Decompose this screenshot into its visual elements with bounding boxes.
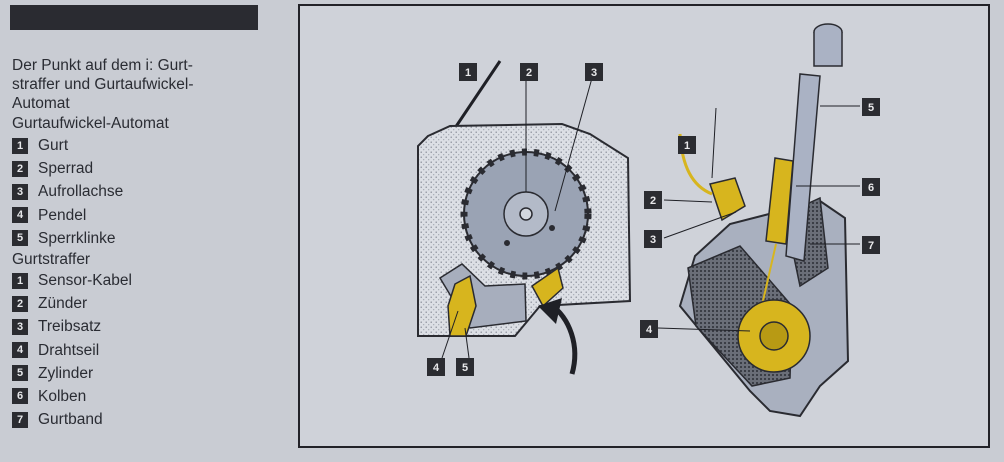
legend-number: 2 (12, 160, 28, 177)
legend-item: 3 Treibsatz (12, 315, 262, 338)
legend-number: 1 (12, 137, 28, 154)
legend-item: 7 Gurtband (12, 408, 262, 431)
svg-text:1: 1 (684, 140, 690, 152)
axle-center (519, 207, 533, 221)
legend-item: 3 Aufrollachse (12, 180, 262, 203)
legend-label: Gurt (38, 137, 69, 155)
callout-2: 2 (520, 63, 538, 81)
callouts-left: 1 2 3 4 5 (427, 63, 603, 376)
callout-7: 7 (862, 236, 880, 254)
legend-label: Kolben (38, 387, 87, 405)
figure-caption: Der Punkt auf dem i: Gurt- straffer und … (12, 57, 194, 112)
section-title-pretensioner: Gurtstraffer (12, 250, 91, 268)
legend-number: 4 (12, 207, 28, 224)
legend-label: Zylinder (38, 364, 94, 382)
legend-item: 2 Sperrad (12, 157, 262, 180)
legend-number: 3 (12, 183, 28, 200)
piston (765, 157, 794, 245)
legend-label: Sperrad (38, 160, 94, 178)
legend-item: 2 Zünder (12, 292, 262, 315)
legend-label: Treibsatz (38, 318, 102, 336)
legend-item: 1 Gurt (12, 134, 262, 157)
callout-6: 6 (862, 178, 880, 196)
callout-2: 2 (644, 191, 662, 209)
legend-label: Pendel (38, 206, 87, 224)
svg-text:1: 1 (465, 67, 471, 79)
locking-pawl (531, 266, 564, 308)
legend-label: Aufrollachse (38, 183, 124, 201)
leader-line (711, 107, 717, 179)
legend-label: Zünder (38, 295, 88, 313)
svg-text:4: 4 (433, 362, 440, 374)
legend-item: 4 Pendel (12, 204, 262, 227)
cylinder-top (813, 32, 843, 67)
legend-label: Sensor-Kabel (38, 272, 132, 290)
legend-number: 5 (12, 365, 28, 382)
leader-line (441, 310, 459, 359)
figure-frame: 1 2 3 4 5 1 2 3 4 5 6 7 (298, 4, 990, 448)
callout-5: 5 (862, 98, 880, 116)
legend-item: 5 Sperrklinke (12, 227, 262, 250)
svg-text:4: 4 (646, 324, 653, 336)
igniter (709, 177, 746, 222)
leader-line (554, 77, 593, 212)
callout-1: 1 (678, 136, 696, 154)
svg-text:3: 3 (650, 234, 656, 246)
legend-number: 1 (12, 272, 28, 289)
wheel-rivet (549, 225, 555, 231)
leader-line (663, 199, 713, 203)
section-title-retractor: Gurtaufwickel-Automat (12, 115, 169, 132)
legend-label: Sperrklinke (38, 229, 116, 247)
leader-line (464, 327, 470, 359)
legend-column: Der Punkt auf dem i: Gurt- straffer und … (12, 56, 262, 431)
mechanism-illustration: 1 2 3 4 5 1 2 3 4 5 6 7 (417, 23, 880, 418)
svg-text:6: 6 (868, 182, 874, 194)
legend-number: 6 (12, 388, 28, 405)
drum-hub (759, 321, 789, 351)
belt-strap (453, 60, 502, 129)
wheel-rivet (504, 240, 510, 246)
callout-5: 5 (456, 358, 474, 376)
legend-list-pretensioner: 1 Sensor-Kabel 2 Zünder 3 Treibsatz 4 Drahts… (12, 269, 262, 431)
legend-number: 3 (12, 318, 28, 335)
svg-text:2: 2 (526, 67, 532, 79)
callout-1: 1 (459, 63, 477, 81)
svg-text:3: 3 (591, 67, 597, 79)
svg-text:2: 2 (650, 195, 656, 207)
callout-4: 4 (640, 320, 658, 338)
legend-number: 7 (12, 411, 28, 428)
legend-item: 5 Zylinder (12, 362, 262, 385)
callout-4: 4 (427, 358, 445, 376)
leader-line (663, 211, 737, 239)
retractor-illustration (417, 60, 632, 375)
legend-item: 1 Sensor-Kabel (12, 269, 262, 292)
pretensioner-illustration (657, 23, 860, 418)
legend-label: Gurtband (38, 411, 103, 429)
legend-number: 5 (12, 230, 28, 247)
callout-3: 3 (644, 230, 662, 248)
svg-text:7: 7 (868, 240, 874, 252)
callouts-right: 1 2 3 4 5 6 7 (640, 98, 880, 338)
callout-3: 3 (585, 63, 603, 81)
motion-arrowhead (538, 298, 562, 324)
legend-item: 6 Kolben (12, 385, 262, 408)
svg-text:5: 5 (462, 362, 468, 374)
legend-label: Drahtseil (38, 341, 100, 359)
svg-text:5: 5 (868, 102, 874, 114)
legend-number: 4 (12, 342, 28, 359)
leader-line (657, 327, 751, 332)
header-bar (10, 5, 258, 30)
legend-list-retractor: 1 Gurt 2 Sperrad 3 Aufrollachse 4 Pendel 5 Sp… (12, 134, 262, 250)
legend-item: 4 Drahtseil (12, 339, 262, 362)
legend-number: 2 (12, 295, 28, 312)
